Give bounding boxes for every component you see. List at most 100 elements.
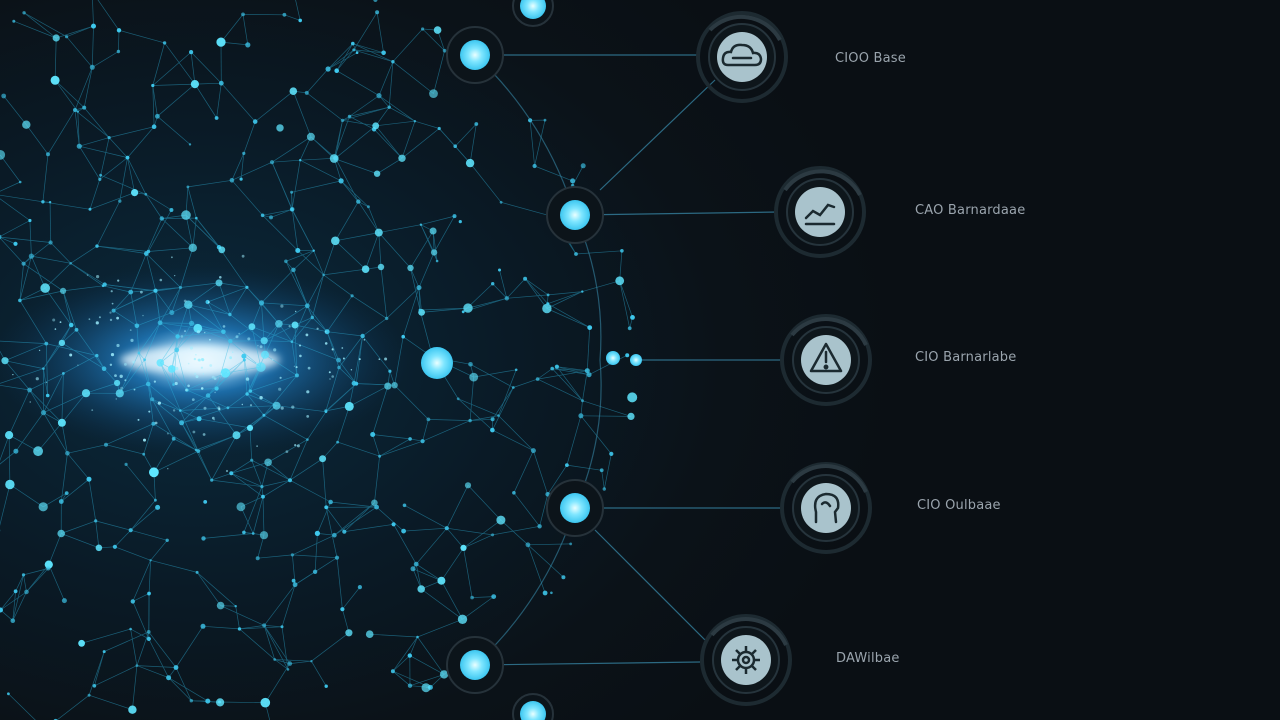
mesh-link (292, 554, 338, 559)
sparkle-dot (184, 330, 186, 333)
mesh-link (231, 459, 252, 474)
mesh-dot (89, 64, 95, 70)
mesh-dot (402, 503, 407, 508)
mesh-dot (322, 273, 325, 277)
mesh-dot (464, 482, 472, 489)
mesh-link (415, 564, 422, 590)
mesh-link (81, 628, 131, 644)
mesh-dot (124, 462, 128, 466)
mesh-link (19, 290, 64, 301)
mesh-link (513, 450, 534, 493)
mesh-link (261, 302, 266, 355)
mesh-link (83, 67, 93, 108)
sparkle-dot (299, 354, 302, 358)
sparkle-dot (29, 401, 31, 403)
mesh-link (306, 92, 343, 121)
mesh-link (249, 415, 265, 429)
mesh-link (195, 449, 213, 481)
mesh-link (394, 384, 429, 420)
mesh-link (326, 295, 353, 332)
mesh-link (0, 591, 27, 611)
sparkle-dot (110, 353, 115, 357)
mesh-dot (50, 75, 60, 85)
sparkle-dot (12, 374, 14, 376)
mesh-link (231, 161, 273, 181)
mesh-link (0, 434, 10, 461)
mesh-dot (545, 492, 550, 497)
mesh-link (401, 121, 416, 159)
mesh-dot (587, 325, 593, 330)
mesh-dot (144, 192, 148, 196)
sparkle-dot (247, 337, 251, 341)
mesh-link (207, 359, 245, 396)
mesh-dot (46, 566, 51, 571)
mesh-link (291, 209, 315, 251)
mesh-link (340, 180, 359, 202)
mesh-link (211, 472, 232, 481)
mesh-link (342, 586, 361, 610)
mesh-link (229, 314, 265, 341)
mesh-link (235, 606, 240, 629)
sparkle-dot (293, 365, 295, 367)
sparkle-dot (187, 384, 190, 388)
mesh-dot (391, 382, 398, 389)
mesh-dot (306, 132, 315, 141)
mesh-dot (299, 159, 302, 162)
mesh-dot (205, 698, 211, 704)
mesh-link (195, 434, 237, 451)
mesh-link (0, 181, 21, 192)
mesh-link (271, 162, 293, 210)
sparkle-dot (142, 314, 144, 317)
mesh-link (537, 378, 583, 402)
mesh-dot (58, 339, 66, 347)
mesh-link (469, 123, 477, 164)
mesh-link (389, 106, 416, 122)
mesh-link (43, 342, 63, 369)
mesh-link (77, 111, 80, 147)
mesh-link (457, 398, 493, 431)
mesh-link (547, 291, 583, 305)
mesh-dot (252, 119, 258, 124)
mesh-dot (5, 431, 14, 440)
mesh-link (300, 159, 342, 182)
mesh-link (580, 400, 583, 416)
mesh-link (240, 506, 254, 534)
mesh-link (246, 354, 266, 395)
mesh-link (410, 267, 421, 311)
mesh-link (322, 441, 338, 459)
mesh-dot (373, 0, 378, 2)
mesh-link (619, 280, 631, 329)
mesh-link (251, 326, 262, 368)
mesh-link (45, 343, 49, 396)
mesh-link (136, 312, 172, 327)
mesh-link (171, 336, 178, 369)
mesh-dot (565, 463, 569, 467)
mesh-link (264, 340, 292, 343)
mesh-dot (351, 380, 357, 386)
mesh-dot (146, 630, 151, 634)
mesh-dot (276, 124, 284, 132)
mesh-dot (22, 120, 31, 129)
mesh-link (492, 429, 534, 451)
mesh-link (109, 126, 155, 138)
sparkle-dot (273, 348, 277, 352)
sparkle-dot (96, 275, 100, 279)
mesh-dots (0, 0, 638, 720)
mesh-link (180, 282, 220, 288)
mesh-dot (112, 544, 117, 549)
mesh-dot (193, 323, 203, 333)
mesh-dot (95, 544, 103, 552)
mesh-link (67, 444, 107, 454)
mesh-dot (388, 369, 392, 373)
mesh-link (136, 665, 169, 679)
mesh-dot (456, 397, 460, 401)
mesh-link (218, 282, 247, 288)
user-head-icon (813, 492, 840, 524)
mesh-link (546, 308, 590, 328)
mesh-link (294, 571, 316, 585)
mesh-link (0, 198, 31, 221)
mesh-dot (532, 163, 537, 169)
sparkle-dot (196, 330, 201, 334)
mesh-dot (215, 279, 223, 287)
